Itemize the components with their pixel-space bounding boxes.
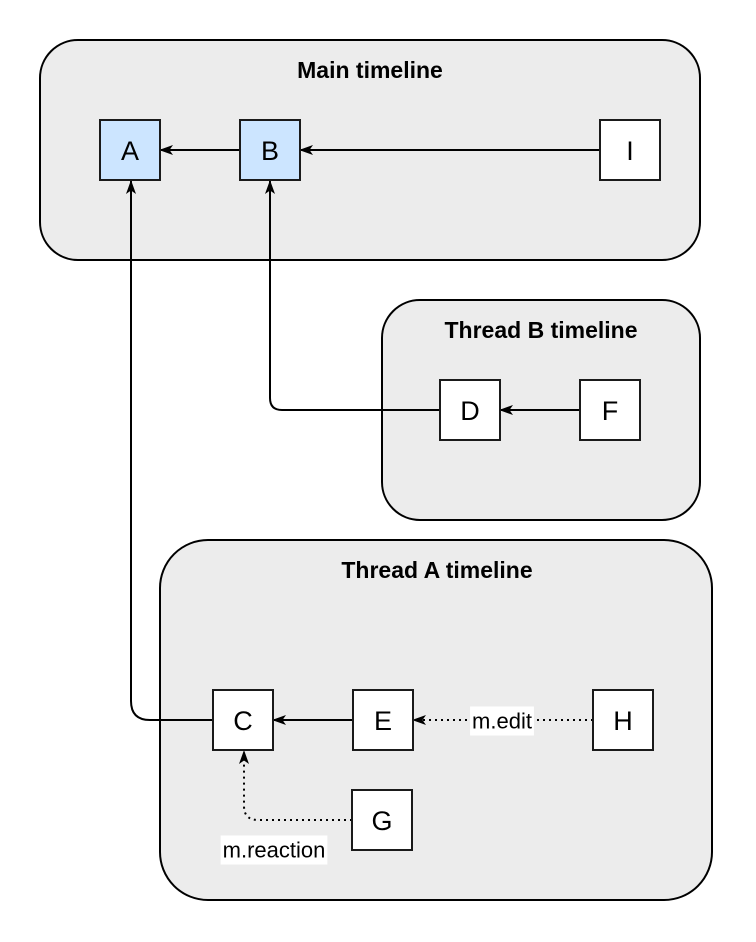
- node-A: A: [99, 119, 161, 181]
- node-A-label: A: [121, 136, 139, 166]
- node-C-box: [212, 689, 274, 751]
- container-title-main: Main timeline: [297, 57, 443, 83]
- node-B: B: [239, 119, 301, 181]
- node-E-box: [352, 689, 414, 751]
- node-I-label: I: [626, 136, 634, 166]
- node-H-box: [592, 689, 654, 751]
- node-G-label: G: [371, 806, 392, 836]
- container-title-thread-b: Thread B timeline: [445, 317, 638, 343]
- layer-edge-labels: m.edit m.reaction: [220, 706, 534, 865]
- node-F: F: [579, 379, 641, 441]
- node-F-label: F: [602, 396, 619, 426]
- node-D-label: D: [460, 396, 480, 426]
- node-H-label: H: [613, 706, 633, 736]
- node-I: I: [599, 119, 661, 181]
- node-G-box: [351, 789, 413, 851]
- node-E: E: [352, 689, 414, 751]
- node-I-box: [599, 119, 661, 181]
- edge-label-h-to-e: m.edit: [472, 709, 532, 734]
- node-E-label: E: [374, 706, 392, 736]
- edge-label-g-to-c: m.reaction: [223, 838, 326, 863]
- edge-d-to-b: [265, 180, 440, 411]
- node-C: C: [212, 689, 274, 751]
- layer-edges: [126, 145, 600, 821]
- edge-c-to-a: [126, 180, 213, 721]
- node-D: D: [439, 379, 501, 441]
- node-C-label: C: [233, 706, 253, 736]
- node-B-label: B: [261, 136, 279, 166]
- layer-nodes: A B I D F C E H G: [99, 119, 661, 851]
- node-G: G: [351, 789, 413, 851]
- edge-label-bg-h-to-e: [470, 706, 534, 736]
- node-A-box: [99, 119, 161, 181]
- edge-label-bg-g-to-c: [220, 835, 328, 865]
- node-F-box: [579, 379, 641, 441]
- node-H: H: [592, 689, 654, 751]
- node-D-box: [439, 379, 501, 441]
- container-title-thread-a: Thread A timeline: [341, 557, 532, 583]
- node-B-box: [239, 119, 301, 181]
